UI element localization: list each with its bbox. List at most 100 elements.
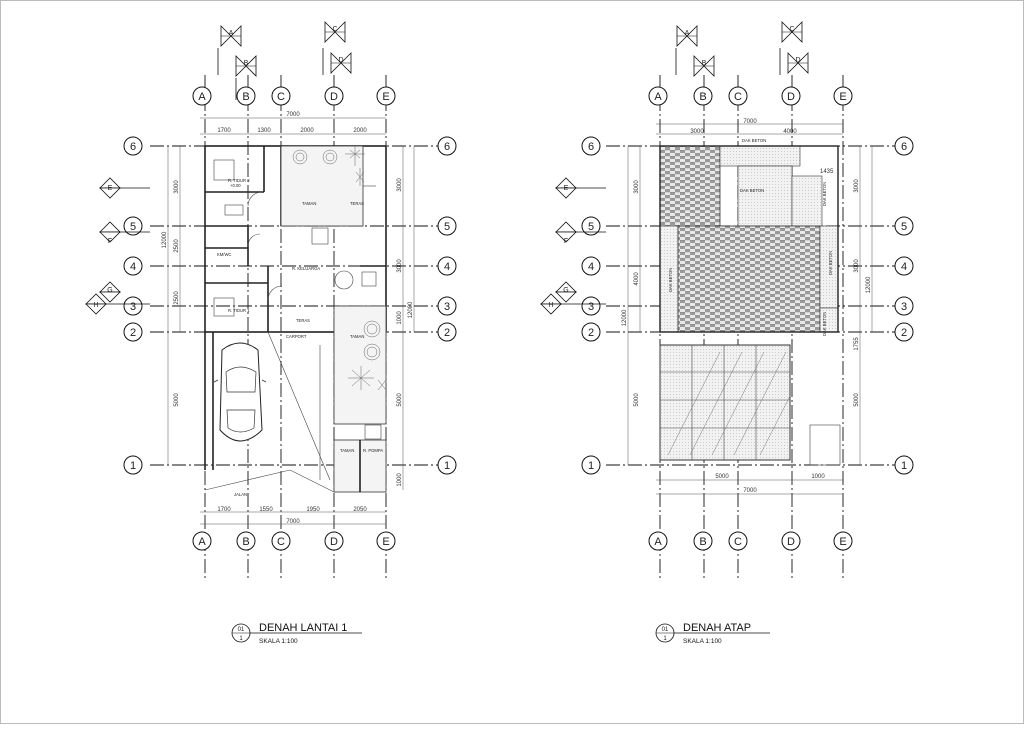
grid-label: 6 (901, 141, 907, 153)
grid-label: C (734, 91, 742, 103)
room-label-bedroom-2: R. TIDUR 2 (228, 178, 250, 183)
section-label: G (107, 287, 112, 294)
room-label-garden-bottom: TAMAN (340, 448, 354, 453)
section-label: E (108, 185, 113, 192)
grid-label: E (382, 536, 389, 548)
grid-bubble-b-bottom (236, 531, 256, 551)
dimension-label: 1000 (397, 311, 403, 325)
dimension-left: 12000 3000 4000 5000 (622, 146, 641, 465)
dimension-label: 1300 (257, 128, 271, 134)
grid-label: B (242, 536, 249, 548)
grid-label: 5 (901, 221, 907, 233)
grid-bubble-e-top (376, 86, 396, 106)
grid-bubble-c-top (728, 86, 748, 106)
plan-title-block: 01 1 DENAH LANTAI 1 SKALA 1:100 (231, 622, 362, 645)
roof-label-concrete-slab: DAK BETON (822, 312, 827, 336)
dimension-label: 3000 (397, 259, 403, 273)
grid-label: 2 (130, 327, 136, 339)
grid-bubble-b-bottom (693, 531, 713, 551)
dimension-label: 5000 (174, 393, 180, 407)
dimension-label: 3000 (397, 178, 403, 192)
grid-bubble-c-top (271, 86, 291, 106)
garden-side (333, 305, 387, 493)
section-marker-e: E (555, 177, 606, 199)
section-marker-a: A (675, 25, 698, 75)
grid-label: 6 (588, 141, 594, 153)
garden-top (280, 145, 365, 227)
section-marker-c: C (779, 21, 803, 75)
plan-scale: SKALA 1:100 (259, 638, 298, 645)
dimension-right: 3000 3000 1000 12000 5000 1000 (397, 146, 415, 490)
dimension-label: 7000 (743, 488, 757, 494)
dimension-label: 5000 (397, 393, 403, 407)
section-label: D (795, 57, 800, 64)
floor-plan: A B C D E A B C D E 6 5 4 3 2 1 6 5 4 (85, 21, 457, 645)
section-marker-f: F (555, 221, 606, 245)
dimension-left: 12000 3000 2500 2500 5000 (162, 146, 181, 465)
dimension-label: 1435 (820, 169, 834, 175)
grid-label: D (330, 536, 338, 548)
section-label: H (548, 302, 553, 309)
dimension-label: 2000 (300, 128, 314, 134)
grid-bubble-d-top (781, 86, 801, 106)
grid-label: D (330, 91, 338, 103)
carport (204, 331, 335, 493)
dimension-bottom: 5000 1000 7000 (656, 474, 843, 495)
dimension-top: 7000 3000 4000 (656, 119, 843, 135)
grid-label: B (699, 91, 706, 103)
plan-number: 01 (662, 627, 669, 633)
room-label-bedroom-1: R. TIDUR 1 (228, 308, 250, 313)
grid-label: 2 (588, 327, 594, 339)
dimension-label: 3000 (854, 179, 860, 193)
section-label: G (563, 287, 568, 294)
grid-label: A (654, 91, 662, 103)
room-label-pump-room: R. POMPA (363, 448, 383, 453)
grid-label: 4 (444, 261, 450, 273)
grid-bubble-b-top (693, 86, 713, 106)
section-marker-h: H (85, 293, 150, 315)
room-label-bathroom: KM/WC (217, 252, 231, 257)
dimension-label: 1000 (397, 473, 403, 487)
section-marker-b: B (693, 55, 715, 77)
grid-label: E (839, 91, 846, 103)
grid-label: 1 (588, 460, 594, 472)
dimension-label: 12000 (866, 276, 872, 293)
section-label: B (244, 60, 249, 67)
plan-sheet: 1 (663, 636, 667, 642)
row-bubbles-right: 6 5 4 3 2 1 (437, 136, 457, 475)
grid-label: B (699, 536, 706, 548)
roof-label-concrete-slab: DAK BETON (822, 182, 827, 206)
grid-label: E (839, 536, 846, 548)
section-marker-d: D (787, 52, 809, 74)
dimension-label: 2050 (353, 507, 367, 513)
plan-number: 01 (238, 627, 245, 633)
grid-label: C (734, 536, 742, 548)
grid-label: D (787, 536, 795, 548)
grid-bubble-e-bottom (376, 531, 396, 551)
dimension-label: 1700 (217, 128, 231, 134)
roof-label-concrete-slab: DAK BETON (742, 138, 766, 143)
room-label-garden-top: TAMAN (302, 201, 316, 206)
dimension-label: 1700 (217, 507, 231, 513)
carport-canopy (659, 344, 841, 466)
dimension-top: 7000 1700 1300 2000 2000 (200, 112, 386, 135)
dimension-label: 5000 (634, 393, 640, 407)
section-label: E (564, 185, 569, 192)
grid-label: C (277, 91, 285, 103)
section-marker-d: D (330, 52, 352, 74)
grid-label: C (277, 536, 285, 548)
grid-label: A (198, 536, 206, 548)
grid-label: 4 (901, 261, 907, 273)
room-label-family-room: R. KELUARGA (292, 266, 320, 271)
room-label-road: JALAN (234, 492, 247, 497)
section-marker-c: C (322, 21, 346, 75)
car-icon (213, 342, 267, 442)
dimension-label: 7000 (286, 112, 300, 118)
section-label: D (338, 57, 343, 64)
section-label: F (108, 238, 112, 245)
roof-label-concrete-slab: DAK BETON (828, 251, 833, 275)
row-bubbles-left: 6 5 4 3 2 1 (581, 136, 601, 475)
section-marker-f: F (99, 221, 150, 245)
